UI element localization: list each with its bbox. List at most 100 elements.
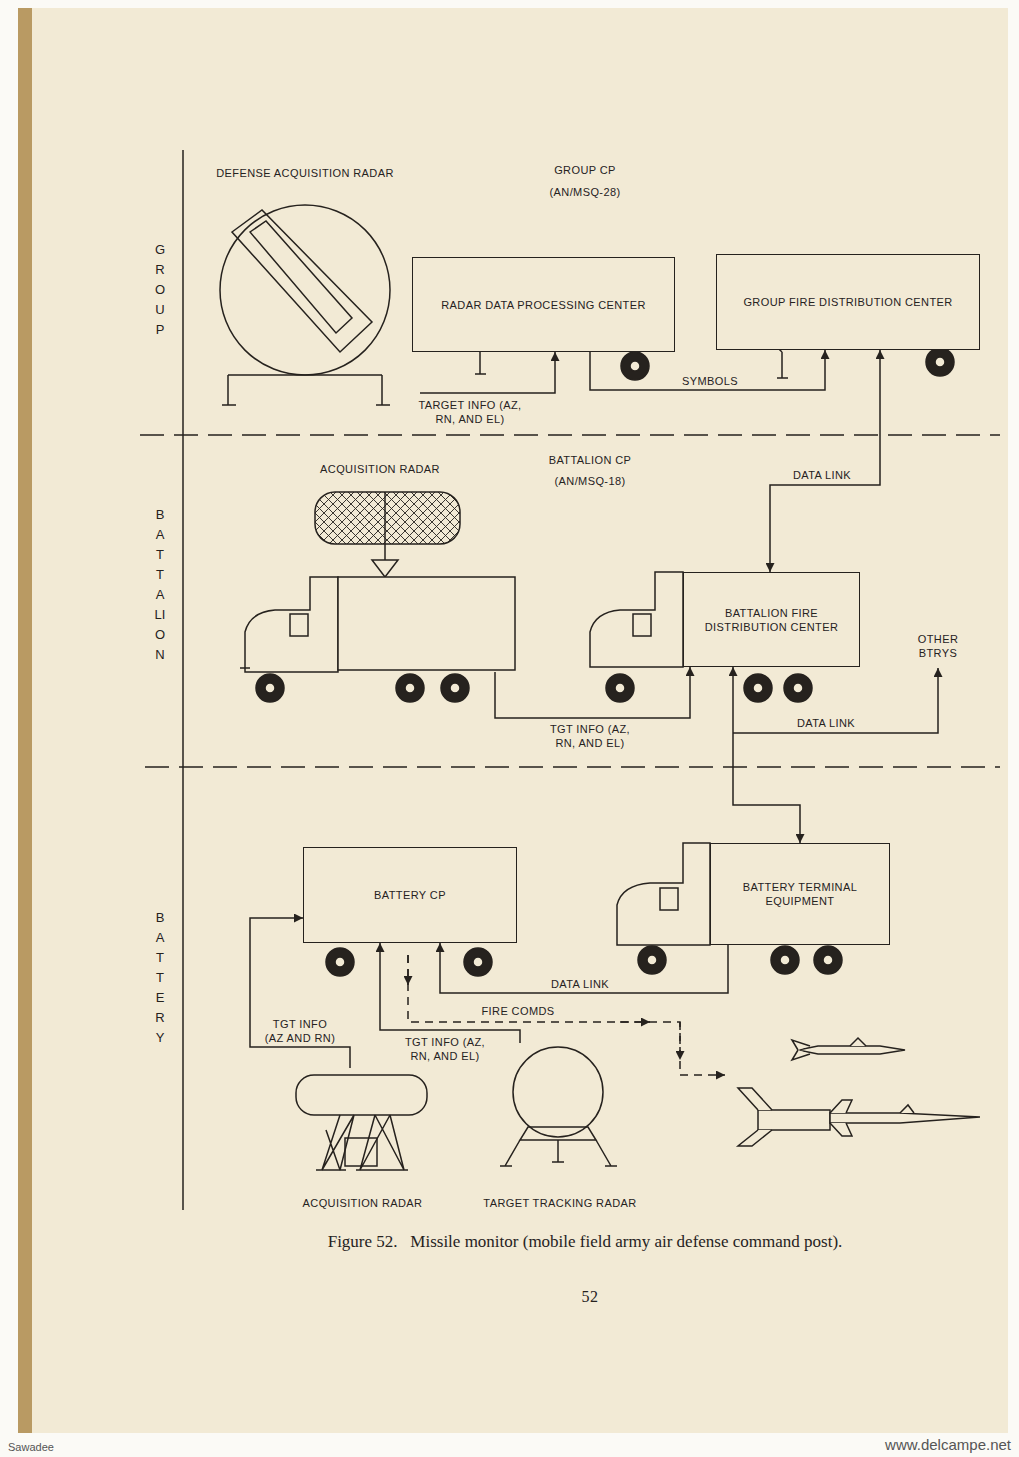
node-label: ACQUISITION RADAR — [303, 1196, 423, 1210]
truck-box: BATTERY TERMINAL EQUIPMENT — [710, 843, 890, 945]
battery-vehicles-drawing-part — [335, 957, 345, 967]
battery-vehicles-drawing-part — [780, 955, 790, 965]
connector — [440, 943, 728, 993]
level-divider-part — [140, 434, 1000, 436]
level-name: BATTERY — [152, 908, 169, 1048]
battery-vehicles-drawing-part — [660, 888, 678, 910]
level-name: GROUP — [152, 240, 169, 340]
missile-drawing-part — [830, 1113, 980, 1123]
defense-radar-drawing-part — [220, 205, 390, 375]
page-sheet — [18, 8, 1008, 1433]
radar-truck-drawing-part — [405, 683, 415, 693]
battery-vehicles-drawing-part — [647, 955, 657, 965]
connector — [380, 943, 520, 1043]
battery-vehicles-drawing-part — [326, 948, 354, 976]
node-label: GROUP FIRE DISTRIBUTION CENTER — [743, 295, 952, 309]
command-truck-drawing-part — [744, 674, 772, 702]
radar-unit: ACQUISITION RADAR — [280, 1068, 445, 1210]
connector — [733, 667, 800, 843]
fire-command-line-part — [407, 955, 409, 985]
watermark: www.delcampe.net — [883, 1438, 1013, 1452]
defense-radar-drawing — [220, 205, 390, 405]
battery-vehicles-drawing-part — [617, 843, 710, 945]
connector-label: TARGET INFO (AZ, RN, AND EL) — [416, 398, 524, 426]
connector-label: TGT INFO (AZ, RN, AND EL) — [393, 1035, 497, 1063]
command-truck-drawing-part — [784, 674, 812, 702]
connector-label: SYMBOLS — [680, 374, 740, 388]
acquisition-radar-drawing — [296, 1075, 427, 1170]
trailer-box: GROUP FIRE DISTRIBUTION CENTER — [716, 254, 980, 350]
watermark: Sawadee — [6, 1440, 56, 1454]
connector-label: DATA LINK — [791, 468, 853, 482]
node-label: BATTERY TERMINAL EQUIPMENT — [725, 880, 875, 908]
node-label: BATTALION FIRE DISTRIBUTION CENTER — [698, 606, 845, 634]
figure-caption: Figure 52. Missile monitor (mobile field… — [328, 1232, 843, 1252]
radar-unit: DEFENSE ACQUISITION RADAR — [190, 166, 420, 406]
radar-truck-drawing-part — [372, 492, 398, 577]
defense-radar-drawing-part — [250, 221, 352, 333]
trailer-box: BATTERY CP — [303, 847, 517, 943]
missile-drawing-part — [738, 1088, 772, 1146]
command-truck-drawing-part — [633, 614, 651, 636]
connector-label: FIRE COMDS — [479, 1004, 556, 1018]
missile-drawing-part — [798, 1046, 905, 1054]
acquisition-radar-drawing-part — [316, 1169, 408, 1171]
command-truck-drawing-part — [615, 683, 625, 693]
trailer-drawing-part — [935, 357, 945, 367]
connector-label: TGT INFO (AZ AND RN) — [261, 1017, 339, 1045]
radar-truck-drawing-part — [315, 492, 460, 544]
radar-truck-drawing-part — [396, 674, 424, 702]
battery-vehicles-drawing-part — [473, 957, 483, 967]
connector — [495, 667, 690, 718]
radar-truck-drawing-part — [240, 667, 250, 669]
radar-truck-drawing-part — [450, 683, 460, 693]
connector — [420, 352, 555, 393]
connector — [770, 350, 880, 572]
page-number: 52 — [580, 1290, 601, 1304]
missile-drawing-part — [792, 1038, 866, 1060]
trailer-drawing-part — [926, 348, 954, 376]
fire-command-line-part — [679, 1022, 681, 1060]
connector-label: DATA LINK — [549, 977, 611, 991]
battery-vehicles-drawing-part — [814, 946, 842, 974]
tracking-radar-drawing-part — [500, 1140, 617, 1166]
connector — [590, 350, 825, 390]
missile-drawing-part — [758, 1110, 830, 1130]
node-label: ACQUISITION RADAR — [320, 462, 440, 476]
trailer-box: RADAR DATA PROCESSING CENTER — [412, 257, 675, 352]
battery-vehicles-drawing-part — [464, 948, 492, 976]
connector-label: DATA LINK — [795, 716, 857, 730]
radar-truck-drawing-part — [441, 674, 469, 702]
command-truck-drawing-part — [606, 674, 634, 702]
battery-vehicles-drawing-part — [771, 946, 799, 974]
destination-label: OTHER BTRYS — [910, 632, 966, 660]
command-truck-drawing-part — [793, 683, 803, 693]
level-name: BATTALION — [152, 505, 169, 665]
equipment-code: (AN/MSQ-18) — [552, 474, 627, 488]
node-label: TARGET TRACKING RADAR — [483, 1196, 636, 1210]
level-divider-part — [145, 766, 1000, 768]
section-title: BATTALION CP — [547, 453, 634, 467]
acquisition-radar-drawing-part — [322, 1115, 354, 1170]
acquisition-radar-drawing-part — [296, 1075, 427, 1115]
equipment-code: (AN/MSQ-28) — [547, 185, 622, 199]
node-label: DEFENSE ACQUISITION RADAR — [216, 166, 393, 180]
missile-drawing-part — [900, 1105, 914, 1113]
radar-truck-drawing-part — [245, 577, 338, 672]
defense-radar-drawing-part — [222, 375, 390, 405]
radar-unit: TARGET TRACKING RADAR — [470, 1043, 650, 1210]
level-axis-part — [182, 150, 184, 1210]
command-truck-drawing-part — [753, 683, 763, 693]
radar-truck-drawing-part — [256, 674, 284, 702]
level-axis — [182, 150, 184, 1210]
acquisition-radar-drawing-part — [360, 1115, 404, 1170]
data-link-line — [733, 668, 938, 733]
acquisition-radar-drawing-part — [345, 1138, 377, 1166]
trailer-drawing-part — [630, 361, 640, 371]
trailer-drawing-part — [621, 352, 649, 380]
tracking-radar-drawing-part — [520, 1127, 596, 1140]
radar-truck-drawing-part — [265, 683, 275, 693]
tracking-radar-drawing-part — [513, 1047, 603, 1137]
fire-command-line-part — [620, 1021, 650, 1023]
command-truck-drawing-part — [590, 572, 683, 667]
